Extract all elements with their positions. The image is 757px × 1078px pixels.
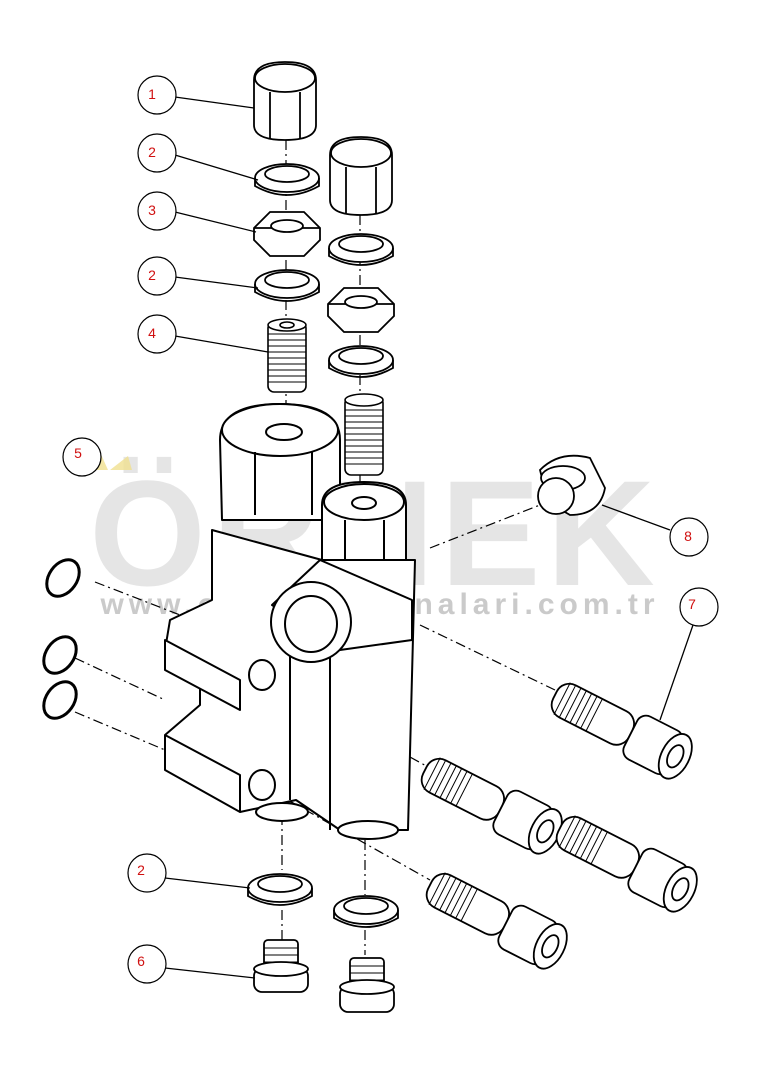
callout-8 [669,517,709,557]
hex-nuts [253,211,395,333]
callout-7 [679,587,719,627]
callout-number: 2 [148,267,156,283]
callout-2b [137,256,177,296]
callout-2c [127,853,167,893]
callout-2a [137,133,177,173]
washer-mid-left [254,269,320,302]
callouts [62,75,719,984]
hex-nut-right [327,287,395,333]
callout-number: 6 [137,953,145,969]
bottom-plug-left [253,939,309,993]
callout-number: 5 [74,445,82,461]
washer-bottom-right [333,895,399,928]
screw-right [555,815,698,913]
threaded-studs [267,318,384,476]
screw-middle [420,757,563,855]
bottom-plugs [253,939,395,1013]
cap-nut-right [329,136,393,216]
plug [537,454,606,516]
callout-number: 2 [148,144,156,160]
screw-lower [425,872,568,970]
screw-upper [550,682,693,780]
washer-bottom-left [247,873,313,906]
watermark-accent [110,456,132,470]
callout-number: 3 [148,202,156,218]
callout-number: 7 [688,596,696,612]
washer-mid-right [328,345,394,378]
stud-left [267,318,307,393]
leader-lines [164,96,694,979]
callout-6 [127,944,167,984]
callout-1 [137,75,177,115]
hex-nut-left [253,211,321,257]
callout-number: 2 [137,862,145,878]
stud-right [344,393,384,476]
washer-upper-right [328,233,394,266]
cap-nut-left [253,61,317,141]
callout-4 [137,314,177,354]
callout-number: 8 [684,528,692,544]
callout-3 [137,191,177,231]
washers [247,163,399,928]
valve-body [164,403,416,840]
callout-5 [62,437,102,477]
bottom-plug-right [339,957,395,1013]
cap-screws [420,682,698,970]
o-rings [42,558,81,720]
callout-number: 1 [148,86,156,102]
callout-numbers: 1 2 3 2 4 5 8 7 2 6 [74,86,696,969]
washer-upper-left [254,163,320,196]
callout-number: 4 [148,325,156,341]
